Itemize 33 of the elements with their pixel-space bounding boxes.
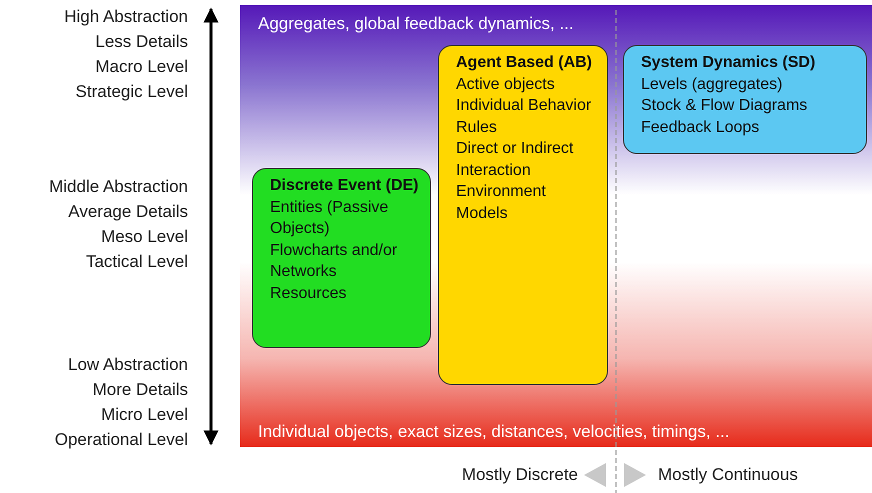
- axis-label: Operational Level: [54, 430, 188, 450]
- model-box: [438, 45, 608, 385]
- scale-label: Mostly Continuous: [658, 465, 798, 485]
- axis-label: Macro Level: [95, 57, 188, 77]
- axis-label: Micro Level: [101, 405, 188, 425]
- gradient-band: [240, 5, 872, 447]
- box-item: Environment Models: [456, 182, 547, 224]
- scale-label: Mostly Discrete: [462, 465, 578, 485]
- box-item: Individual Behavior Rules: [456, 96, 592, 138]
- box-heading: Agent Based (AB): [456, 53, 594, 73]
- axis-label: Less Details: [95, 32, 188, 52]
- axis-label: Meso Level: [101, 227, 188, 247]
- axis-label: High Abstraction: [64, 7, 188, 27]
- axis-label: Low Abstraction: [68, 355, 188, 375]
- box-item: Resources: [270, 284, 348, 304]
- box-item: Levels (aggregates): [641, 74, 784, 94]
- axis-label: Strategic Level: [76, 82, 188, 102]
- axis-label: Middle Abstraction: [49, 177, 188, 197]
- axis-label: Tactical Level: [86, 252, 188, 272]
- box-heading: Discrete Event (DE): [270, 176, 420, 196]
- box-item: Feedback Loops: [641, 118, 760, 138]
- axis-label: More Details: [92, 380, 188, 400]
- band-caption: Aggregates, global feedback dynamics, ...: [258, 14, 574, 34]
- box-item: Stock & Flow Diagrams: [641, 96, 808, 116]
- box-heading: System Dynamics (SD): [641, 53, 816, 73]
- model-box: [252, 168, 431, 348]
- box-item: Entities (Passive Objects): [270, 198, 390, 239]
- box-item: Active objects: [456, 74, 556, 94]
- band-caption: Individual objects, exact sizes, distances, velocities, timings, ...: [258, 422, 730, 442]
- axis-label: Average Details: [68, 202, 188, 222]
- box-item: Flowcharts and/or Networks: [270, 240, 398, 282]
- model-box: [623, 45, 867, 154]
- box-item: Direct or Indirect Interaction: [456, 139, 574, 180]
